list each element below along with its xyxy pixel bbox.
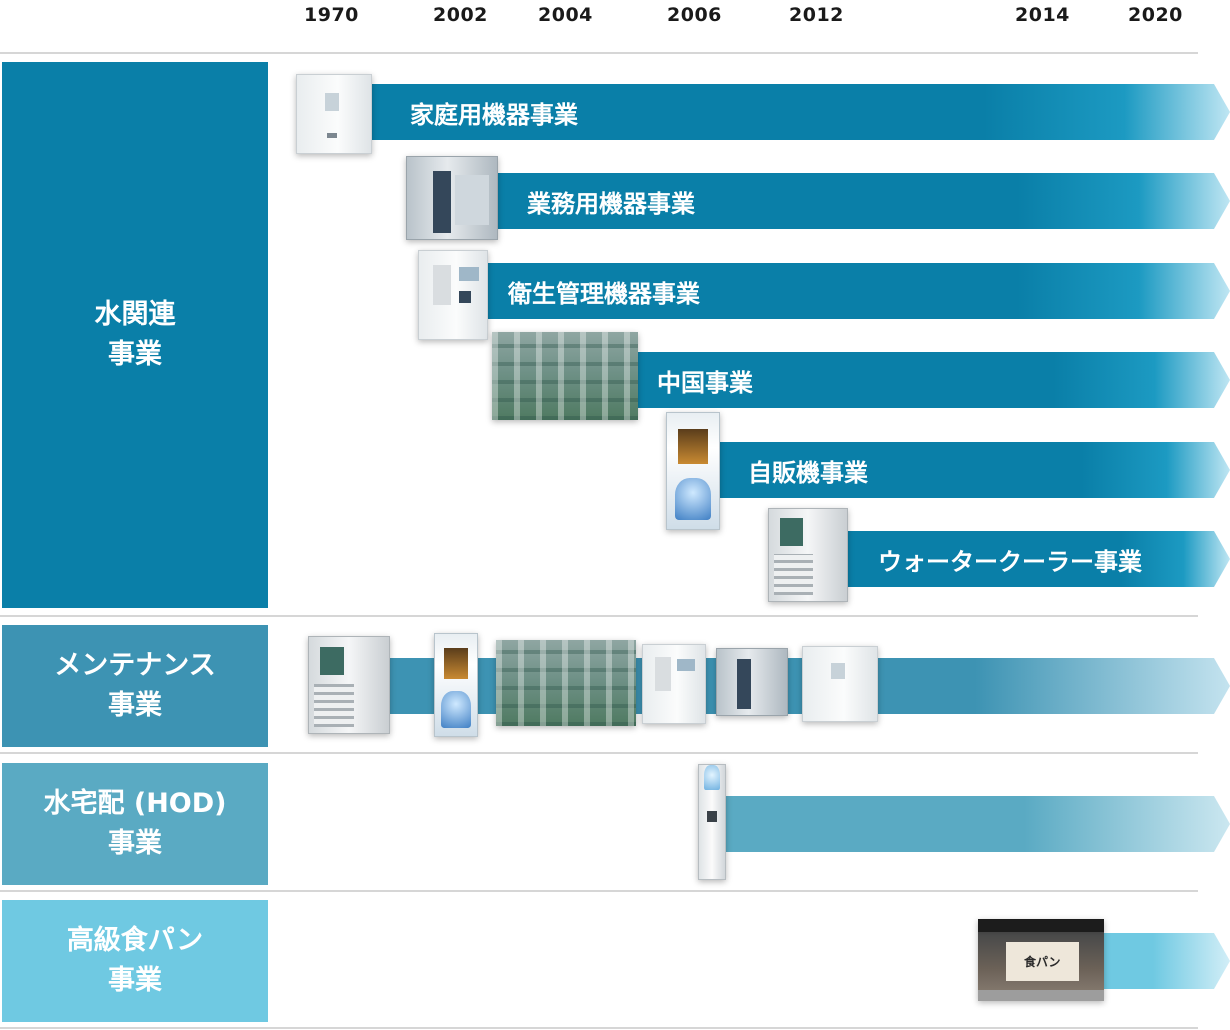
category-label: 水宅配 (HOD) — [43, 788, 227, 819]
category-label: 水関連 — [94, 299, 176, 330]
year-label: 2002 — [433, 4, 488, 26]
arrow-home-equipment: 家庭用機器事業 — [350, 84, 1230, 140]
arrow-label: 自販機事業 — [748, 458, 868, 487]
home-water-purifier-image — [296, 74, 372, 154]
category-label: 事業 — [108, 828, 162, 859]
maintenance-commercial-unit-image — [716, 648, 788, 716]
vending-machine-image — [666, 412, 720, 530]
bakery-sign: 食パン — [1005, 941, 1079, 982]
separator-line — [0, 615, 1198, 617]
sanitation-equipment-image — [418, 250, 488, 340]
arrow-label: 衛生管理機器事業 — [508, 279, 700, 308]
arrow-commercial-equipment: 業務用機器事業 — [470, 173, 1230, 229]
category-label: 事業 — [108, 690, 162, 721]
category-label: メンテナンス — [54, 650, 216, 681]
year-label: 2012 — [789, 4, 844, 26]
year-label: 2014 — [1015, 4, 1070, 26]
arrow-china: 中国事業 — [600, 352, 1230, 408]
category-label: 高級食パン — [66, 925, 204, 956]
china-factory-image — [492, 332, 638, 420]
arrow-sanitation-equipment: 衛生管理機器事業 — [470, 263, 1230, 319]
separator-line — [0, 1027, 1198, 1029]
category-water: 水関連 事業 — [2, 62, 268, 608]
separator-line — [0, 52, 1198, 54]
maintenance-sanitation-image — [642, 644, 706, 724]
year-label: 2020 — [1128, 4, 1183, 26]
category-label: 事業 — [108, 339, 162, 370]
separator-line — [0, 890, 1198, 892]
category-bakery: 高級食パン 事業 — [2, 900, 268, 1022]
arrow-label: 中国事業 — [657, 368, 753, 397]
bakery-storefront-image: 食パン — [978, 919, 1104, 1001]
category-maintenance: メンテナンス 事業 — [2, 625, 268, 747]
arrow-hod — [715, 796, 1230, 852]
maintenance-home-purifier-image — [802, 646, 878, 722]
arrow-vending-machine: 自販機事業 — [700, 442, 1230, 498]
category-label: 事業 — [108, 965, 162, 996]
separator-line — [0, 752, 1198, 754]
water-cooler-image — [768, 508, 848, 602]
water-server-image — [698, 764, 726, 880]
arrow-bakery — [1090, 933, 1230, 989]
maintenance-water-cooler-image — [308, 636, 390, 734]
arrow-label: 家庭用機器事業 — [410, 100, 578, 129]
arrow-label: 業務用機器事業 — [527, 189, 695, 218]
arrow-label: ウォータークーラー事業 — [878, 547, 1142, 576]
commercial-water-unit-image — [406, 156, 498, 240]
arrow-water-cooler: ウォータークーラー事業 — [840, 531, 1230, 587]
year-label: 2006 — [667, 4, 722, 26]
year-label: 1970 — [304, 4, 359, 26]
year-label: 2004 — [538, 4, 593, 26]
maintenance-factory-image — [496, 640, 636, 726]
maintenance-vending-machine-image — [434, 633, 478, 737]
category-hod: 水宅配 (HOD) 事業 — [2, 763, 268, 885]
